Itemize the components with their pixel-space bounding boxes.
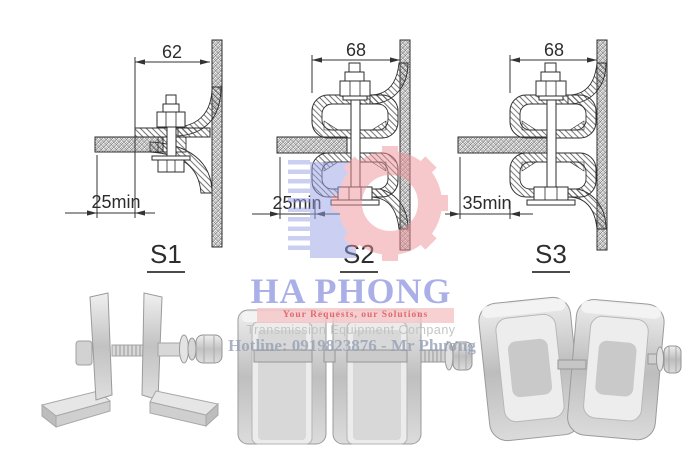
diagram-s1: 62 25min — [65, 39, 223, 248]
panel-section — [457, 136, 548, 154]
bolt — [526, 62, 576, 206]
bottom-dimension-label: 25min — [272, 193, 321, 213]
top-dimension — [509, 55, 597, 93]
top-dimension — [134, 57, 210, 218]
diagram-label-s3: S3 — [532, 239, 570, 273]
bottom-dimension-label: 35min — [462, 193, 511, 213]
bottom-dimension-label: 25min — [91, 192, 140, 212]
wall-section — [211, 39, 223, 248]
s3-clamp-photo — [478, 296, 682, 442]
bolt — [151, 94, 191, 173]
top-dimension-label: 62 — [162, 42, 182, 62]
s1-clamp-photo — [40, 292, 223, 429]
panel-section — [94, 136, 164, 153]
diagram-s2: 68 25min — [252, 39, 411, 251]
panel-section — [276, 136, 348, 154]
diagram-label-s1: S1 — [147, 239, 185, 273]
top-dimension — [311, 55, 400, 93]
top-dimension-label: 68 — [544, 40, 564, 60]
wall-section — [596, 39, 608, 251]
diagram-label-s2: S2 — [340, 239, 378, 273]
diagram-s3: 68 35min — [445, 39, 608, 251]
top-dimension-label: 68 — [346, 40, 366, 60]
s2-clamp-photo — [237, 309, 473, 445]
